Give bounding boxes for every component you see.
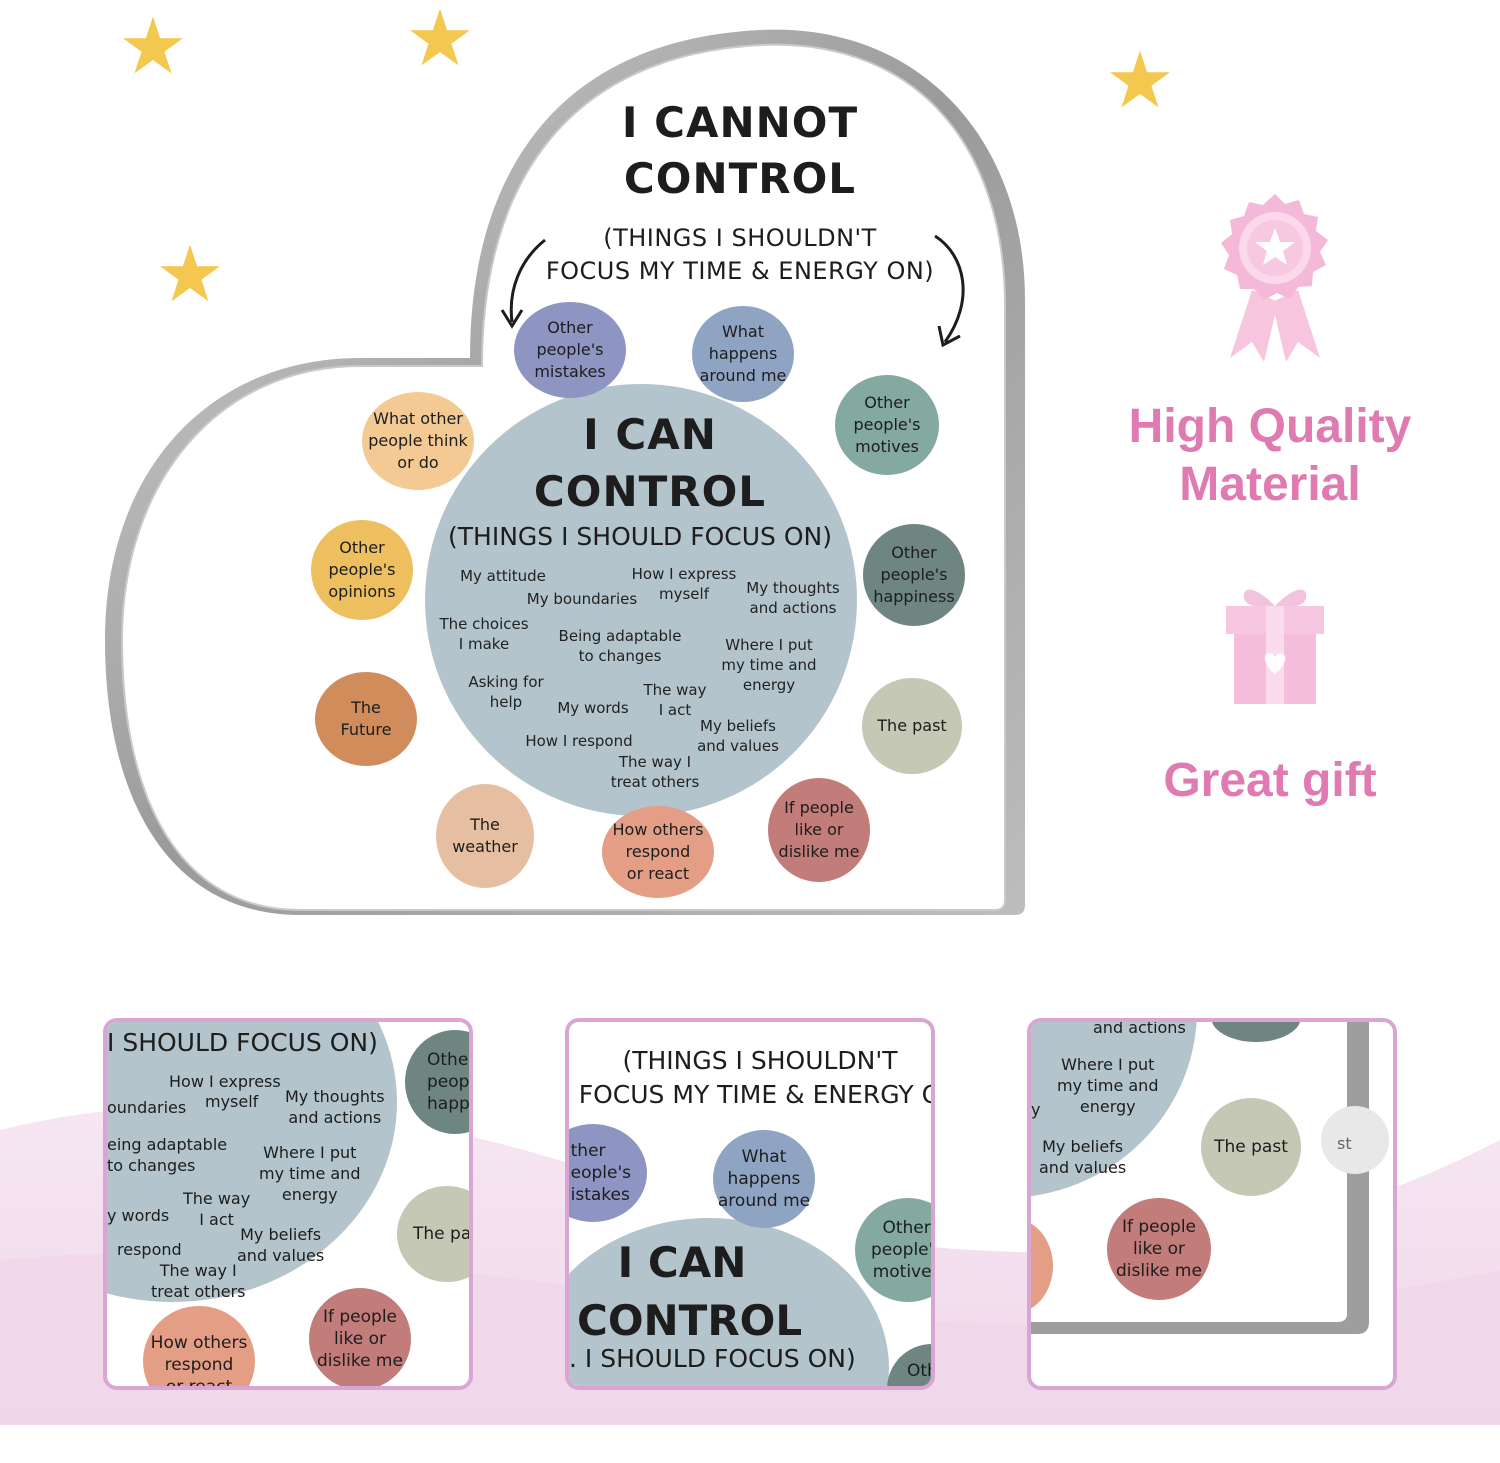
- inner-item: The way I act: [643, 681, 707, 719]
- inner-item: The choices I make: [439, 615, 529, 653]
- inner-item: How I respond: [525, 732, 633, 750]
- inner-item: Being adaptable to changes: [558, 627, 682, 665]
- thumb-bubble-past: The pa: [397, 1186, 469, 1282]
- great-gift-label: Great gift: [1163, 754, 1377, 807]
- award-ribbon-icon: [1221, 194, 1328, 362]
- bubble-the-past: The past: [862, 678, 962, 774]
- cannot-control-title: I CANNOT CONTROL: [621, 98, 859, 203]
- thumb-bubble-if-people: If people like or dislike me: [309, 1288, 411, 1386]
- inner-item: My thoughts and actions: [746, 579, 840, 617]
- bubble-others-opinions: Other people's opinions: [311, 520, 413, 620]
- thumb-item: How I express: [169, 1072, 281, 1091]
- inner-item: The way I treat others: [610, 753, 700, 791]
- cannot-control-subtitle: (THINGS I SHOULDN'T FOCUS MY TIME & ENER…: [545, 224, 935, 285]
- bubble-the-future: The Future: [315, 672, 417, 766]
- thumb-item: respond: [117, 1240, 182, 1259]
- inner-item: How I express myself: [631, 565, 737, 603]
- inner-item: Where I put my time and energy: [721, 636, 817, 694]
- thumb-item: y: [1031, 1100, 1041, 1119]
- inner-item: My words: [557, 699, 629, 717]
- thumb-bubble-past: The past: [1201, 1098, 1301, 1196]
- star-icon: ★: [1105, 36, 1175, 126]
- star-icon: ★: [118, 2, 188, 92]
- thumb-item: The way I treat others: [151, 1261, 246, 1301]
- high-quality-label: High Quality Material: [1128, 400, 1412, 511]
- thumb-heart-edge: [1031, 1022, 1389, 1334]
- thumb-bubble-happens: What happens around me: [713, 1130, 815, 1228]
- thumb-item: Where I put my time and energy: [259, 1143, 361, 1204]
- thumb-item: My beliefs and values: [237, 1225, 325, 1265]
- inner-item: My attitude: [460, 567, 546, 585]
- thumb-bubble-oth: Oth: [887, 1344, 931, 1386]
- can-control-title: I CAN CONTROL: [533, 410, 767, 516]
- thumb-item: eing adaptable to changes: [107, 1135, 228, 1175]
- thumb-item: My thoughts and actions: [285, 1087, 385, 1127]
- thumb-bubble-happiness: Other people' happine: [405, 1030, 469, 1134]
- thumb-bubble-how-others: How others respond or react: [143, 1306, 255, 1386]
- bubble-what-happens: What happens around me: [692, 306, 794, 402]
- thumb-title: I CAN CONTROL: [577, 1238, 803, 1345]
- bubble-others-happiness: Other people's happiness: [863, 524, 965, 626]
- bubble-others-mistakes: Other people's mistakes: [514, 302, 626, 398]
- bubble-if-people-like: If people like or dislike me: [768, 778, 870, 882]
- star-icon: ★: [405, 0, 475, 84]
- thumb-bubble-motives: Other people's motives: [855, 1198, 931, 1302]
- thumb-bubble-mistakes: ther eople's istakes: [569, 1124, 647, 1222]
- bubble-how-others-respond: How others respond or react: [602, 806, 714, 898]
- thumb-item: Where I put my time and energy: [1057, 1055, 1159, 1116]
- can-control-subtitle: (THINGS I SHOULD FOCUS ON): [448, 522, 832, 551]
- bubble-the-weather: The weather: [436, 784, 534, 888]
- inner-item: My boundaries: [526, 590, 638, 608]
- inner-item: My beliefs and values: [697, 717, 779, 755]
- thumb-item: myself: [205, 1092, 259, 1111]
- thumb-item: oundaries: [107, 1098, 187, 1117]
- thumb-bubble-top: [1211, 1022, 1301, 1042]
- thumb-item: The way I act: [183, 1189, 251, 1229]
- thumbnail-3[interactable]: and actions Where I put my time and ener…: [1027, 1018, 1397, 1390]
- thumb-heading: I SHOULD FOCUS ON): [107, 1028, 378, 1057]
- thumb-bubble-partial: [1031, 1218, 1053, 1314]
- thumb-heading: . I SHOULD FOCUS ON): [569, 1344, 856, 1373]
- thumb-item: y words: [107, 1206, 170, 1225]
- star-icon: ★: [155, 230, 225, 320]
- thumbnail-2[interactable]: (THINGS I SHOULDN'T FOCUS MY TIME & ENER…: [565, 1018, 935, 1390]
- inner-item: Asking for help: [468, 673, 544, 711]
- thumb-bubble-if-people: If people like or dislike me: [1107, 1198, 1211, 1300]
- thumb-subtitle: (THINGS I SHOULDN'T FOCUS MY TIME & ENER…: [578, 1046, 931, 1109]
- bubble-others-motives: Other people's motives: [835, 375, 939, 475]
- gift-box-icon: [1226, 589, 1324, 704]
- thumb-item: and actions: [1093, 1018, 1186, 1037]
- thumb-item: st: [1337, 1134, 1352, 1153]
- thumbnail-1[interactable]: I SHOULD FOCUS ON) How I express myself …: [103, 1018, 473, 1390]
- bubble-what-others-think: What other people think or do: [362, 392, 474, 490]
- thumb-item: My beliefs and values: [1039, 1137, 1127, 1177]
